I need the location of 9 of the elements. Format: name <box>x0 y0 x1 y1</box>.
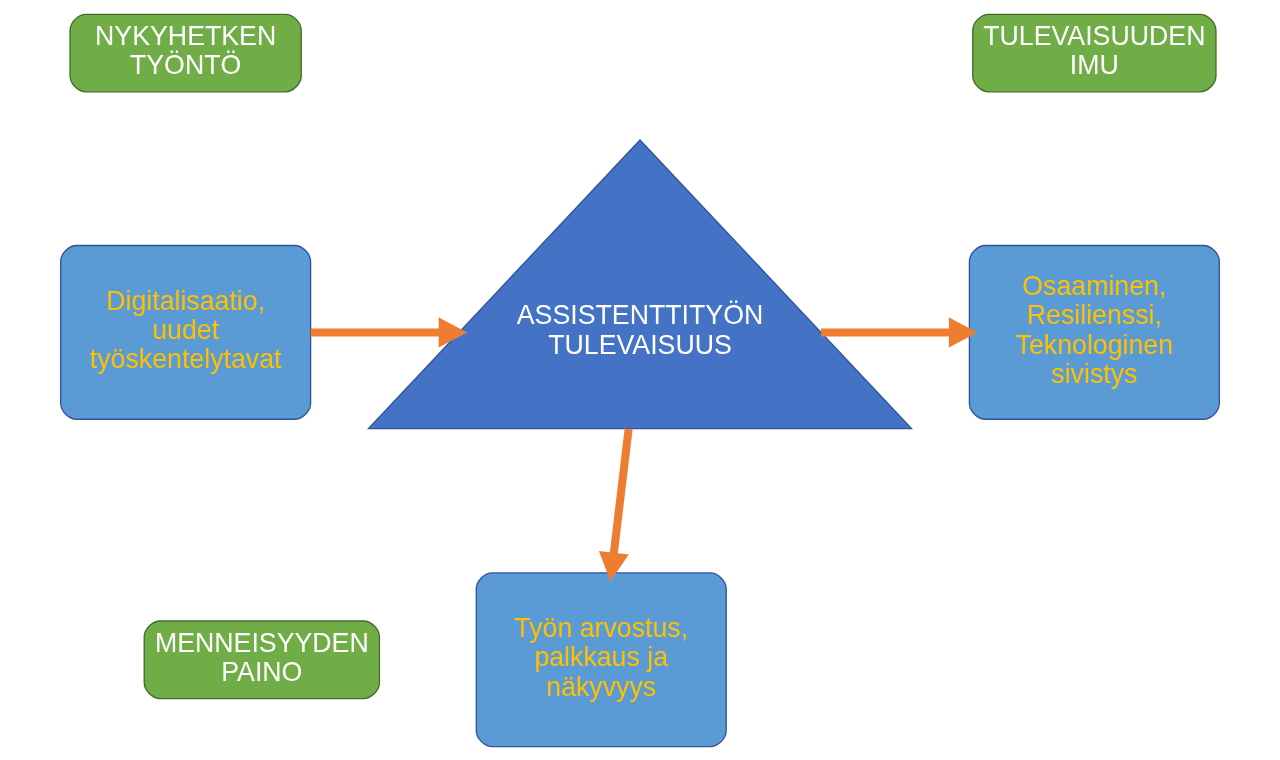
node-box: Osaaminen, Resilienssi, Teknologinen sivistys <box>968 244 1220 420</box>
arrow <box>598 428 633 581</box>
arrow <box>821 316 978 347</box>
node-box: TULEVAISUUDEN IMU <box>972 13 1217 92</box>
node-box: Digitalisaatio, uudet työskentelytavat <box>60 244 312 420</box>
node-box: NYKYHETKEN TYÖNTÖ <box>69 13 302 92</box>
node-box: Työn arvostus, palkkaus ja näkyvyys <box>475 571 727 747</box>
arrow <box>310 316 468 347</box>
node-box: MENNEISYYDEN PAINO <box>143 619 381 699</box>
